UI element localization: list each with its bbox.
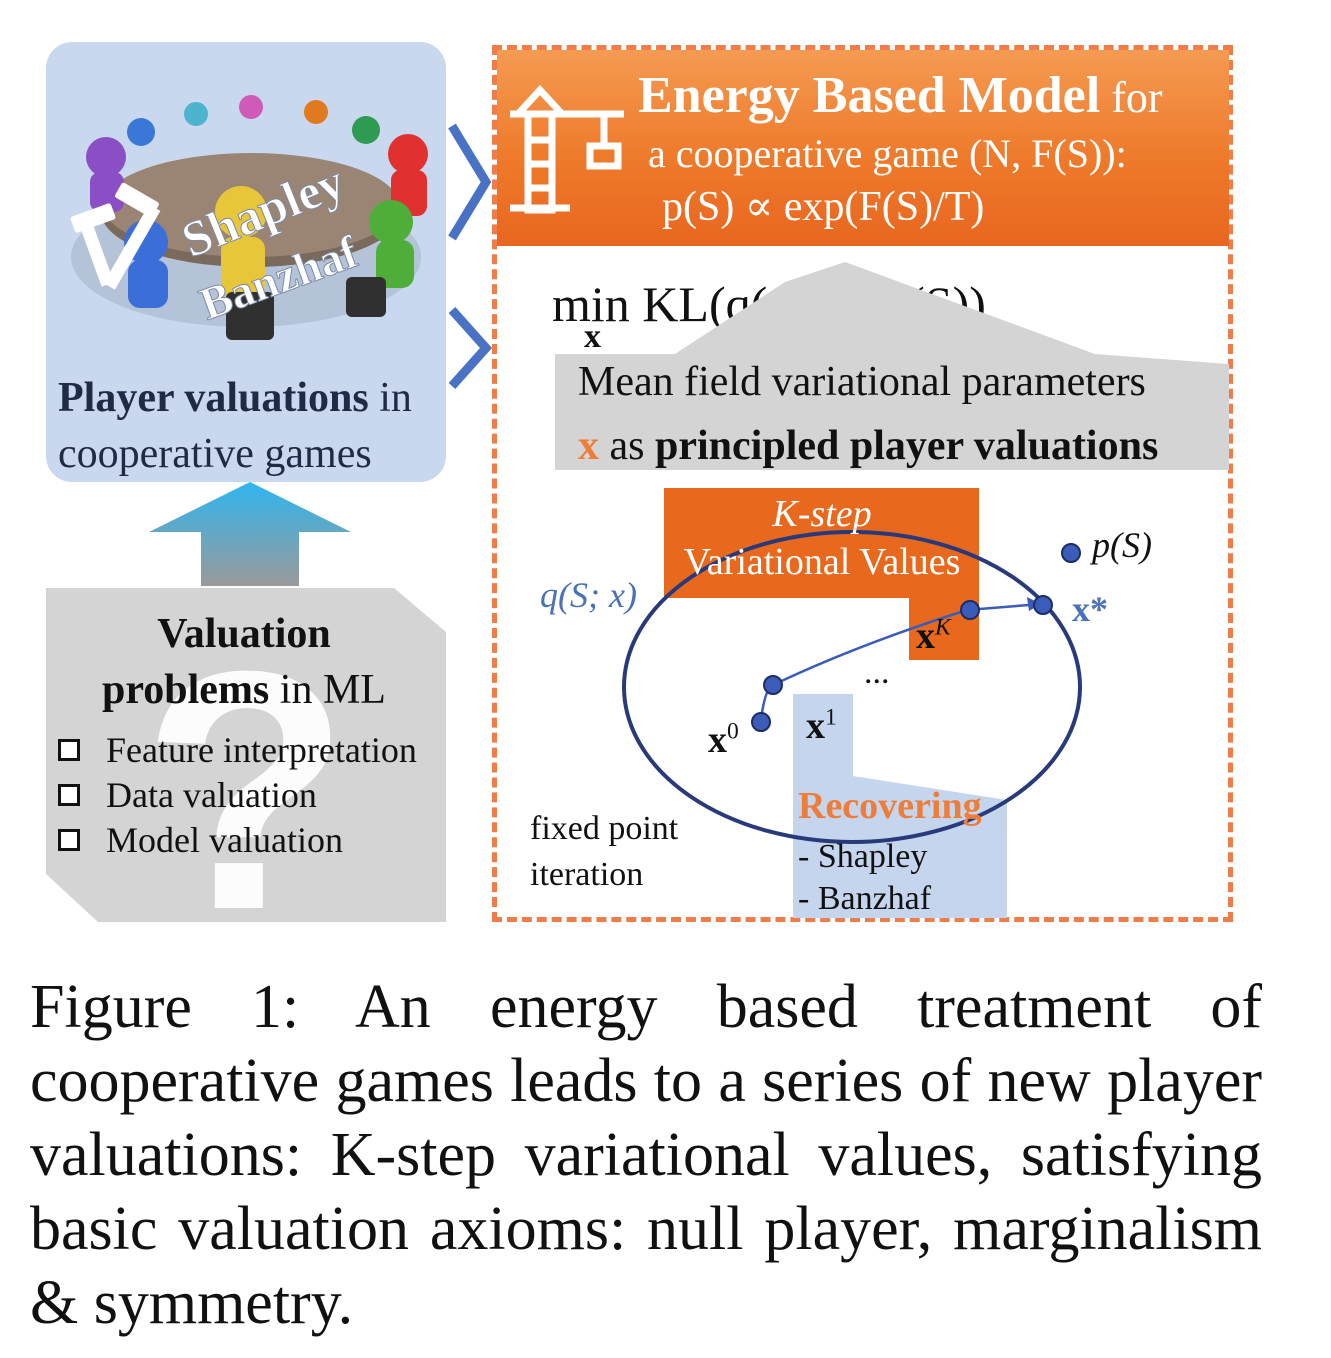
x-symbol: x (578, 423, 599, 469)
title-rest: in ML (269, 667, 386, 713)
recovering-title: Recovering (798, 785, 982, 827)
kstep-line1: K-step (772, 493, 872, 535)
chevron-right-icons (448, 123, 493, 390)
fixed-point-label: fixed point iteration (530, 806, 678, 898)
caption-rest: in (368, 375, 412, 421)
fixed-line1: fixed point (530, 810, 679, 847)
ebm-title-bold: Energy Based Model (638, 67, 1101, 124)
recover-item: - Banzhaf (798, 880, 932, 917)
problem-item: Feature interpretation (58, 728, 417, 772)
as-word: as (599, 423, 655, 469)
min-operator: min (552, 276, 630, 332)
x-k-label: xK (916, 614, 951, 657)
figure-caption: Figure 1: An energy based treatment of c… (30, 973, 1262, 1337)
energy-model-panel (492, 45, 1233, 922)
principled-bold: principled player valuations (655, 423, 1159, 469)
player-valuations-card: Shapley Banzhaf (46, 42, 446, 482)
valuation-problems-card: ? (46, 588, 446, 922)
title-line1: Valuation (157, 611, 331, 657)
ellipsis-label: ... (864, 654, 890, 691)
point-x0 (751, 712, 771, 732)
caption-bold: Player valuations (58, 375, 369, 421)
caption-line2: cooperative games (58, 431, 372, 477)
checkbox-icon (58, 829, 80, 851)
hammer-icon (70, 182, 161, 290)
crane-icon (510, 84, 624, 214)
title-bold: problems (102, 667, 270, 713)
ebm-title: Energy Based Model for (638, 68, 1228, 126)
up-arrow-icon (149, 482, 351, 586)
point-x1 (763, 675, 783, 695)
ebm-game-definition: a cooperative game (N, F(S)): (648, 131, 1127, 176)
checkbox-icon (58, 784, 80, 806)
p-distribution-label: p(S) (1092, 525, 1152, 565)
q-ellipse (622, 530, 1082, 844)
recovering-callout (793, 694, 1007, 918)
problem-label: Feature interpretation (106, 730, 417, 770)
iteration-path (759, 602, 1042, 721)
problem-label: Model valuation (106, 820, 343, 860)
min-subscript: x (584, 318, 601, 355)
recover-item: - Shapley (798, 838, 928, 875)
principled-valuations-line: x as principled player valuations (578, 420, 1158, 472)
question-mark-icon: ? (142, 601, 350, 922)
meeting-table-illustration: Shapley Banzhaf (70, 95, 428, 340)
mean-field-callout (555, 262, 1229, 470)
q-distribution-label: q(S; x) (540, 575, 637, 615)
point-p (1061, 543, 1081, 563)
point-xstar (1033, 595, 1053, 615)
problem-label: Data valuation (106, 775, 317, 815)
x-1-label: x1 (806, 704, 837, 747)
kstep-callout (664, 488, 979, 660)
ebm-title-rest: for (1100, 73, 1163, 122)
x-0-label: x0 (708, 718, 739, 761)
valuation-problems-title: Valuation problems in ML (46, 606, 442, 718)
problem-item: Data valuation (58, 773, 317, 817)
x-star-label: x* (1072, 589, 1108, 629)
fixed-point-diagram (622, 488, 1082, 918)
fixed-line2: iteration (530, 856, 644, 893)
checkbox-icon (58, 739, 80, 761)
kstep-line2: Variational Values (683, 541, 961, 583)
kstep-label: K-step Variational Values (664, 490, 980, 586)
mean-field-line: Mean field variational parameters (578, 359, 1146, 405)
ebm-distribution: p(S) ∝ exp(F(S)/T) (662, 184, 985, 230)
problem-item: Model valuation (58, 818, 343, 862)
player-valuations-caption: Player valuations in cooperative games (58, 370, 458, 482)
point-xk (960, 600, 980, 620)
